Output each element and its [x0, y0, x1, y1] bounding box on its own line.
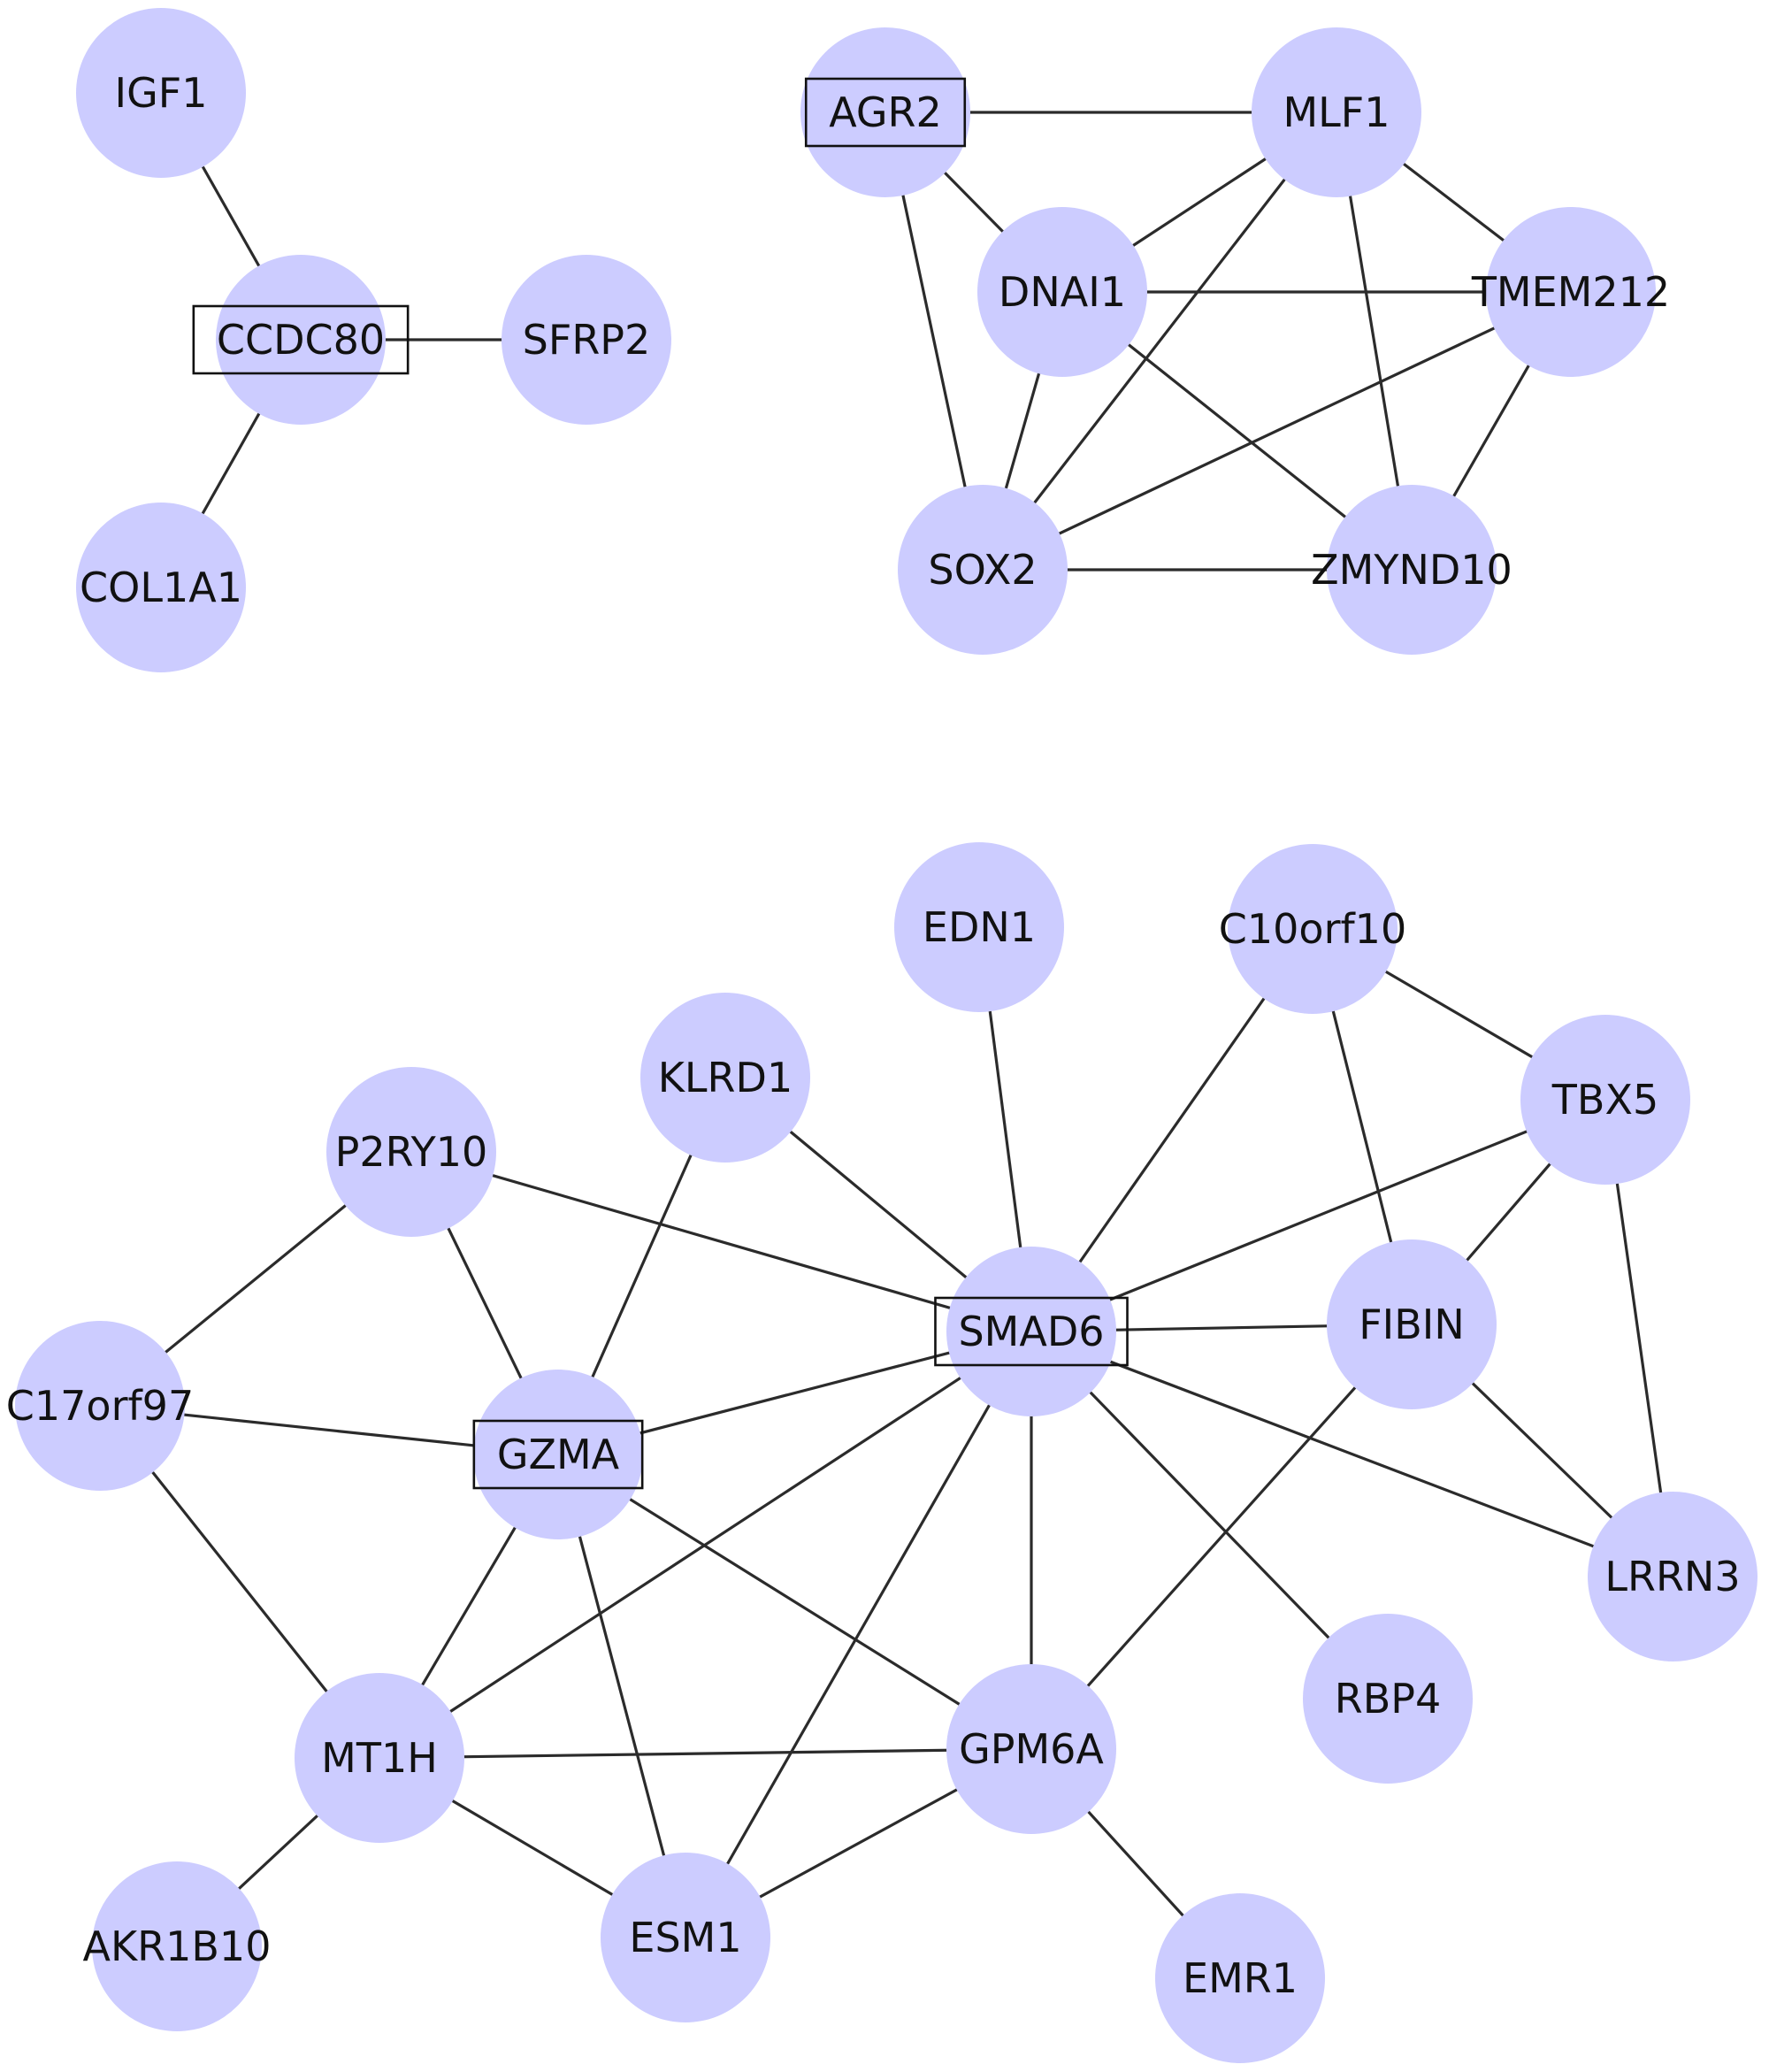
edge-smad6-rbp4 — [1030, 1330, 1390, 1700]
node-label: SOX2 — [928, 546, 1037, 594]
node-label: IGF1 — [115, 69, 208, 117]
node-label: GPM6A — [959, 1725, 1104, 1773]
node-igf1[interactable]: IGF1 — [76, 8, 246, 178]
highlight-box — [192, 304, 410, 375]
node-mt1h[interactable]: MT1H — [295, 1673, 464, 1843]
node-sox2[interactable]: SOX2 — [898, 485, 1068, 655]
edge-tmem212-sox2 — [982, 290, 1572, 572]
node-circle — [800, 27, 970, 197]
node-label: FIBIN — [1359, 1301, 1465, 1348]
node-label: TMEM212 — [1471, 268, 1670, 316]
edge-fibin-gpm6a — [1030, 1323, 1413, 1751]
node-circle — [1228, 844, 1398, 1014]
node-label: LRRN3 — [1604, 1553, 1740, 1600]
edge-mlf1-sox2 — [981, 111, 1338, 571]
node-tmem212[interactable]: TMEM212 — [1471, 207, 1670, 377]
node-p2ry10[interactable]: P2RY10 — [326, 1067, 496, 1237]
node-label: MT1H — [321, 1734, 438, 1782]
node-sfrp2[interactable]: SFRP2 — [502, 255, 671, 425]
node-ccdc80[interactable]: CCDC80 — [192, 255, 410, 425]
node-label: AGR2 — [829, 88, 942, 136]
node-circle — [946, 1664, 1116, 1834]
node-label: COL1A1 — [80, 564, 242, 611]
node-circle — [640, 993, 810, 1163]
node-esm1[interactable]: ESM1 — [601, 1853, 770, 2022]
node-label: MLF1 — [1283, 88, 1390, 136]
node-gpm6a[interactable]: GPM6A — [946, 1664, 1116, 1834]
node-circle — [216, 255, 386, 425]
node-klrd1[interactable]: KLRD1 — [640, 993, 810, 1163]
node-mlf1[interactable]: MLF1 — [1252, 27, 1421, 197]
node-circle — [92, 1861, 262, 2031]
node-akr1b10[interactable]: AKR1B10 — [83, 1861, 272, 2031]
node-label: GZMA — [497, 1431, 620, 1478]
node-circle — [1303, 1614, 1473, 1784]
node-gzma[interactable]: GZMA — [472, 1370, 644, 1539]
node-c10orf10[interactable]: C10orf10 — [1219, 844, 1406, 1014]
node-lrrn3[interactable]: LRRN3 — [1588, 1492, 1758, 1661]
node-circle — [1155, 1893, 1325, 2063]
node-circle — [326, 1067, 496, 1237]
node-circle — [1252, 27, 1421, 197]
node-label: C10orf10 — [1219, 905, 1406, 953]
node-label: AKR1B10 — [83, 1922, 272, 1970]
node-smad6[interactable]: SMAD6 — [934, 1247, 1129, 1416]
node-tbx5[interactable]: TBX5 — [1520, 1015, 1690, 1185]
node-label: C17orf97 — [6, 1382, 194, 1430]
node-dnai1[interactable]: DNAI1 — [977, 207, 1147, 377]
node-label: TBX5 — [1551, 1076, 1658, 1124]
node-emr1[interactable]: EMR1 — [1155, 1893, 1325, 2063]
node-label: RBP4 — [1335, 1675, 1442, 1723]
edge-gzma-gpm6a — [557, 1453, 1032, 1751]
node-circle — [898, 485, 1068, 655]
node-circle — [1520, 1015, 1690, 1185]
node-circle — [946, 1247, 1116, 1416]
node-label: ESM1 — [629, 1914, 741, 1961]
edge-smad6-lrrn3 — [1030, 1330, 1673, 1578]
node-circle — [1486, 207, 1656, 377]
node-agr2[interactable]: AGR2 — [800, 27, 970, 197]
node-circle — [977, 207, 1147, 377]
edge-tbx5-smad6 — [1030, 1098, 1606, 1333]
node-fibin[interactable]: FIBIN — [1327, 1239, 1497, 1409]
node-circle — [601, 1853, 770, 2022]
node-circle — [76, 8, 246, 178]
node-rbp4[interactable]: RBP4 — [1303, 1614, 1473, 1784]
node-label: EMR1 — [1183, 1954, 1298, 2002]
node-circle — [1327, 1239, 1497, 1409]
edge-p2ry10-smad6 — [410, 1150, 1032, 1333]
node-edn1[interactable]: EDN1 — [894, 842, 1064, 1012]
node-label: EDN1 — [923, 903, 1036, 951]
edge-smad6-esm1 — [684, 1331, 1033, 1938]
node-circle — [15, 1321, 185, 1491]
node-circle — [1588, 1492, 1758, 1661]
highlight-box — [472, 1419, 644, 1490]
node-col1a1[interactable]: COL1A1 — [76, 503, 246, 672]
node-circle — [76, 503, 246, 672]
node-circle — [502, 255, 671, 425]
node-circle — [894, 842, 1064, 1012]
node-circle — [473, 1370, 643, 1539]
node-label: CCDC80 — [217, 316, 385, 364]
node-label: SMAD6 — [958, 1308, 1104, 1355]
highlight-box — [804, 77, 967, 148]
edge-mt1h-gpm6a — [379, 1747, 1032, 1760]
node-circle — [295, 1673, 464, 1843]
node-label: KLRD1 — [658, 1054, 793, 1101]
node-c17orf97[interactable]: C17orf97 — [6, 1321, 194, 1491]
node-circle — [1327, 485, 1497, 655]
node-label: ZMYND10 — [1311, 546, 1512, 594]
highlight-box — [934, 1296, 1129, 1367]
node-label: P2RY10 — [335, 1128, 488, 1176]
node-label: SFRP2 — [523, 316, 651, 364]
node-label: DNAI1 — [999, 268, 1126, 316]
node-zmynd10[interactable]: ZMYND10 — [1311, 485, 1512, 655]
